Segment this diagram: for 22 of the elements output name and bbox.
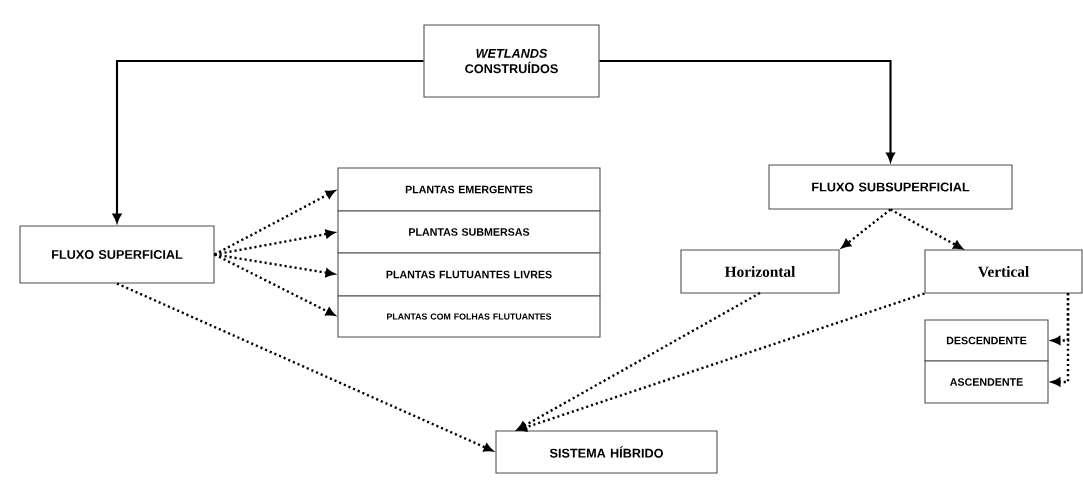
process-box: Vertical [924, 249, 1083, 294]
process-box: Horizontal [680, 249, 840, 294]
arrow [517, 291, 761, 431]
process-box: SISTEMA HÍBRIDO [495, 430, 718, 474]
process-box: WETLANDS CONSTRUÍDOS [423, 24, 600, 98]
arrow [214, 253, 335, 316]
arrow [517, 292, 925, 432]
process-box: PLANTAS FLUTUANTES LIVRES [337, 252, 601, 297]
process-box: PLANTAS SUBMERSAS [337, 210, 601, 254]
arrow [214, 229, 335, 256]
process-box: PLANTAS EMERGENTES [337, 167, 601, 212]
arrow [1051, 293, 1070, 387]
process-box: DESCENDENTE [924, 319, 1049, 362]
process-box: FLUXO SUPERFICIAL [19, 225, 215, 284]
arrow [214, 253, 335, 277]
process-box: FLUXO SUBSUPERFICIAL [768, 164, 1013, 210]
arrow [116, 282, 493, 452]
arrow [889, 208, 963, 250]
process-box: ASCENDENTE [924, 360, 1049, 404]
arrow [841, 208, 892, 249]
process-box: PLANTAS COM FOLHAS FLUTUANTES [337, 295, 601, 338]
arrow [112, 59, 424, 223]
